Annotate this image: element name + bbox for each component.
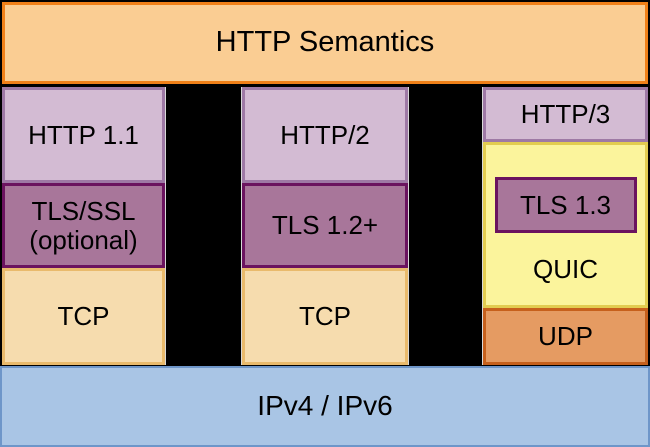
- tls-ssl-optional-label: TLS/SSL (optional): [29, 196, 138, 255]
- tcp-box-http11: TCP: [2, 268, 165, 365]
- tls12-label: TLS 1.2+: [271, 210, 379, 241]
- udp-box: UDP: [483, 308, 648, 365]
- tls12-box: TLS 1.2+: [242, 183, 408, 268]
- tls-ssl-optional-box: TLS/SSL (optional): [2, 183, 165, 268]
- ip-label: IPv4 / IPv6: [257, 390, 393, 422]
- http3-box: HTTP/3: [483, 87, 648, 142]
- ip-bar: IPv4 / IPv6: [0, 366, 650, 447]
- quic-label: QUIC: [533, 253, 598, 284]
- http2-box: HTTP/2: [242, 87, 408, 183]
- http2-label: HTTP/2: [280, 119, 370, 150]
- tcp-label-http11: TCP: [57, 301, 110, 332]
- tls13-box: TLS 1.3: [494, 177, 637, 233]
- udp-label: UDP: [538, 321, 593, 352]
- tcp-box-http2: TCP: [242, 268, 408, 365]
- quic-box: TLS 1.3 QUIC: [483, 142, 648, 308]
- http-semantics-bar: HTTP Semantics: [2, 2, 648, 84]
- http-semantics-label: HTTP Semantics: [215, 26, 435, 59]
- column-gap: [408, 87, 483, 365]
- http11-box: HTTP 1.1: [2, 87, 165, 183]
- column-gap: [165, 87, 242, 365]
- tcp-label-http2: TCP: [299, 301, 351, 332]
- http3-label: HTTP/3: [520, 99, 611, 130]
- tls13-label: TLS 1.3: [519, 189, 612, 220]
- http11-label: HTTP 1.1: [28, 119, 139, 150]
